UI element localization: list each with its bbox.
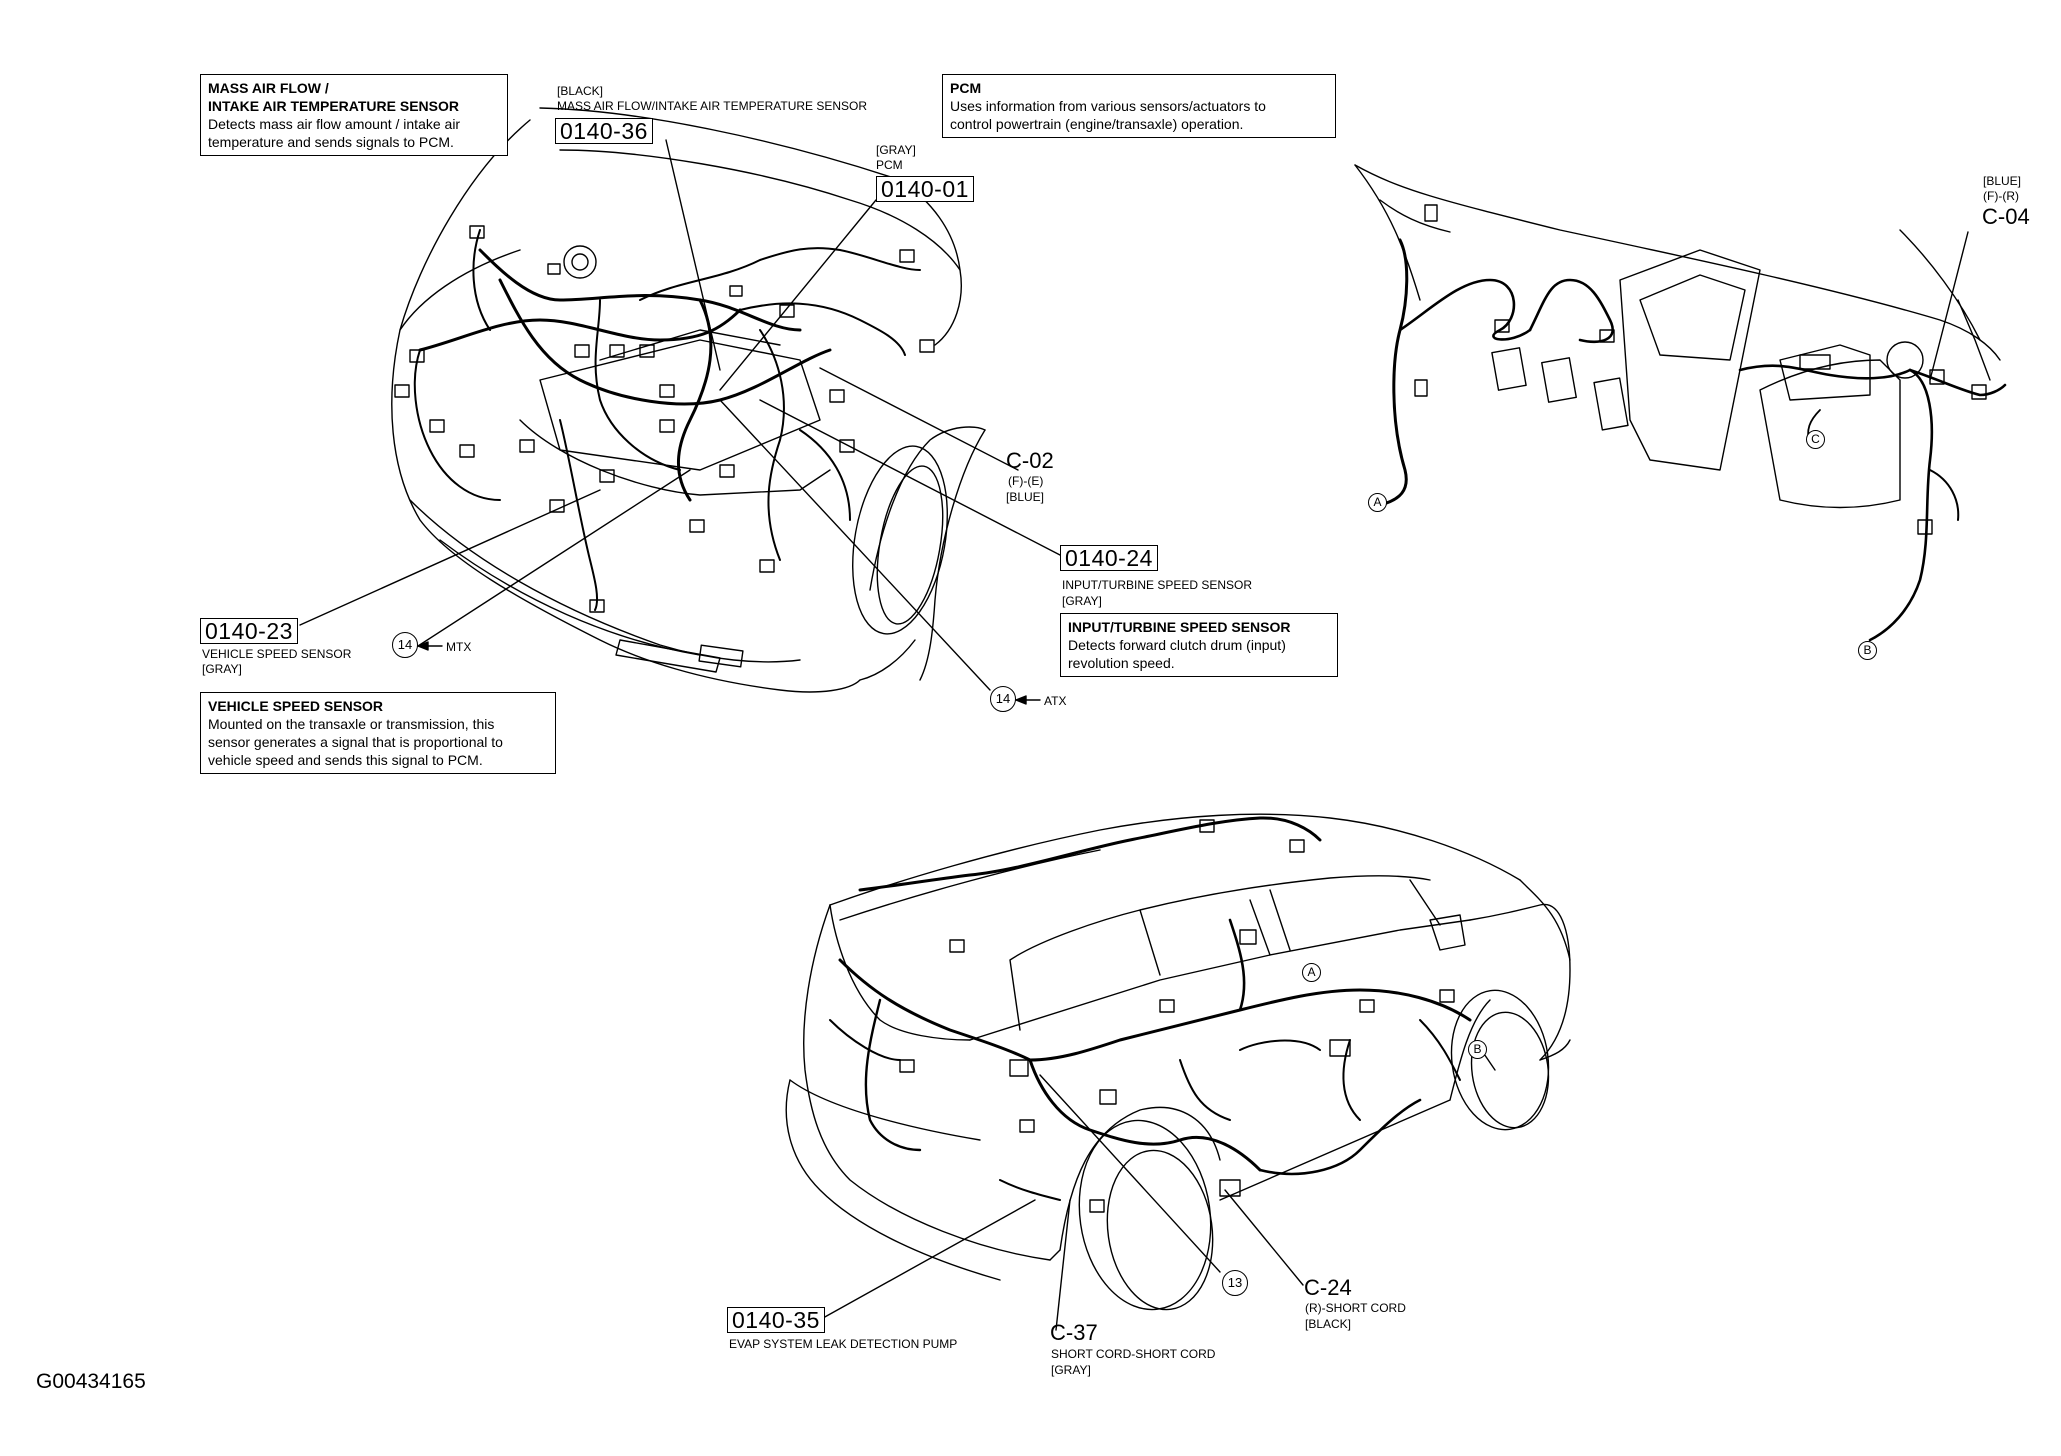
c0140-01-color: [GRAY] <box>876 143 916 157</box>
pcm-desc-1: Uses information from various sensors/ac… <box>950 98 1266 114</box>
c37-color: [GRAY] <box>1051 1363 1091 1377</box>
vss-desc-1: Mounted on the transaxle or transmission… <box>208 716 495 732</box>
c24-color: [BLACK] <box>1305 1317 1352 1331</box>
pcm-desc-2: control powertrain (engine/transaxle) op… <box>950 116 1244 132</box>
c02-color: [BLUE] <box>1006 490 1045 504</box>
c0140-23-name: VEHICLE SPEED SENSOR <box>202 647 352 661</box>
pcm-title: PCM <box>950 80 982 96</box>
point-b-dash: B <box>1858 641 1877 660</box>
maf-desc-1: Detects mass air flow amount / intake ai… <box>208 116 461 132</box>
c0140-24-name: INPUT/TURBINE SPEED SENSOR <box>1062 578 1253 592</box>
c37-name: SHORT CORD-SHORT CORD <box>1051 1347 1216 1361</box>
engine-compartment-drawing <box>391 107 986 693</box>
c0140-01-code: 0140-01 <box>876 176 974 202</box>
c0140-23-color: [GRAY] <box>202 662 242 676</box>
ground-14-mtx-symbol: 14 <box>392 632 418 658</box>
c0140-24-code: 0140-24 <box>1060 545 1158 571</box>
c0140-01-name: PCM <box>876 158 903 172</box>
c24-sub: (R)-SHORT CORD <box>1305 1301 1406 1315</box>
figure-id: G00434165 <box>36 1370 146 1393</box>
c37-code: C-37 <box>1050 1320 1098 1345</box>
vss-title: VEHICLE SPEED SENSOR <box>208 698 384 714</box>
c0140-35-name: EVAP SYSTEM LEAK DETECTION PUMP <box>729 1337 958 1351</box>
ground-13-symbol: 13 <box>1222 1270 1248 1296</box>
vss-callout: VEHICLE SPEED SENSOR Mounted on the tran… <box>200 692 556 774</box>
point-b-body: B <box>1468 1040 1487 1059</box>
c04-sub: (F)-(R) <box>1983 189 2019 203</box>
pointer-arrows <box>417 641 1041 705</box>
c0140-36-code: 0140-36 <box>555 118 653 144</box>
atx-label: ATX <box>1044 694 1067 708</box>
c04-code: C-04 <box>1982 204 2030 229</box>
point-c-dash: C <box>1806 430 1825 449</box>
maf-sensor-callout: MASS AIR FLOW / INTAKE AIR TEMPERATURE S… <box>200 74 508 156</box>
ground-14-atx-symbol: 14 <box>990 686 1016 712</box>
maf-title-1: MASS AIR FLOW / <box>208 80 329 96</box>
engine-leader-lines <box>299 139 1061 691</box>
c24-code: C-24 <box>1304 1275 1352 1300</box>
itss-desc-2: revolution speed. <box>1068 655 1175 671</box>
itss-callout: INPUT/TURBINE SPEED SENSOR Detects forwa… <box>1060 613 1338 677</box>
mtx-label: MTX <box>446 640 472 654</box>
c04-color: [BLUE] <box>1983 174 2022 188</box>
vss-desc-2: sensor generates a signal that is propor… <box>208 734 503 750</box>
c02-code: C-02 <box>1006 448 1054 473</box>
c0140-35-code: 0140-35 <box>727 1307 825 1333</box>
c02-sub: (F)-(E) <box>1008 474 1044 488</box>
rear-leader-lines <box>822 1044 1496 1331</box>
c0140-24-color: [GRAY] <box>1062 594 1102 608</box>
vss-desc-3: vehicle speed and sends this signal to P… <box>208 752 483 768</box>
itss-desc-1: Detects forward clutch drum (input) <box>1068 637 1286 653</box>
instrument-panel-drawing <box>1354 164 2007 642</box>
itss-title: INPUT/TURBINE SPEED SENSOR <box>1068 619 1291 635</box>
c0140-23-code: 0140-23 <box>200 618 298 644</box>
maf-title-2: INTAKE AIR TEMPERATURE SENSOR <box>208 98 459 114</box>
pcm-callout: PCM Uses information from various sensor… <box>942 74 1336 138</box>
c0140-36-color: [BLACK] <box>557 84 604 98</box>
rear-vehicle-drawing <box>785 813 1571 1311</box>
c0140-36-name: MASS AIR FLOW/INTAKE AIR TEMPERATURE SEN… <box>557 99 868 113</box>
point-a-body: A <box>1302 963 1321 982</box>
point-a-dash: A <box>1368 493 1387 512</box>
maf-desc-2: temperature and sends signals to PCM. <box>208 134 454 150</box>
